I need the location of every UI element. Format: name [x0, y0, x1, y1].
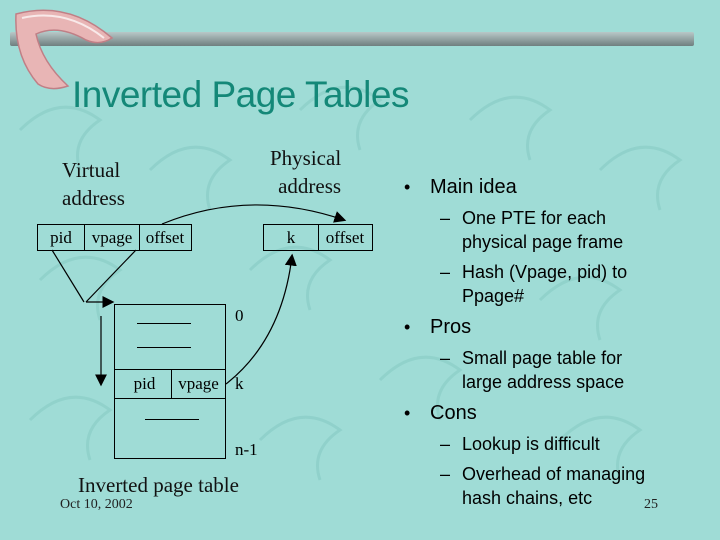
virtual-address-box: pid vpage offset: [37, 224, 192, 251]
table-entry-pid: pid: [115, 370, 172, 398]
physical-field-offset: offset: [325, 228, 365, 247]
virtual-field-vpage: vpage: [85, 225, 140, 250]
sub-bullet: Lookup is difficult: [400, 432, 672, 456]
table-entry-dash: [145, 419, 199, 420]
sub-bullet: Hash (Vpage, pid) to Ppage#: [400, 260, 652, 308]
table-entry-vpage: vpage: [178, 374, 219, 393]
bullet-cons: Cons: [400, 400, 700, 426]
table-entry-dash: [137, 347, 191, 348]
virtual-address-label: Virtual address: [62, 158, 125, 210]
physical-field-k: k: [264, 225, 319, 250]
physical-address-box: k offset: [263, 224, 373, 251]
footer-date: Oct 10, 2002: [60, 497, 133, 512]
slide-title: Inverted Page Tables: [72, 74, 409, 115]
boomerang-logo-icon: [15, 9, 114, 90]
row-index-match: k: [235, 374, 244, 393]
bullet-main-idea: Main idea: [400, 174, 700, 200]
bullet-list: Main idea One PTE for each physical page…: [400, 174, 700, 516]
sub-bullet: One PTE for each physical page frame: [400, 206, 652, 254]
sub-bullet: Overhead of managing hash chains, etc: [400, 462, 672, 510]
row-index-top: 0: [235, 306, 244, 325]
physical-address-label: Physical address: [270, 146, 342, 198]
virtual-field-offset: offset: [145, 228, 185, 247]
page-number: 25: [644, 497, 658, 512]
table-caption: Inverted page table: [78, 473, 239, 497]
row-index-bottom: n-1: [235, 440, 258, 459]
table-entry-dash: [137, 323, 191, 324]
inverted-page-table: pid vpage: [114, 304, 226, 459]
table-entry-row: pid vpage: [115, 369, 225, 399]
virtual-field-pid: pid: [38, 225, 85, 250]
bullet-pros: Pros: [400, 314, 700, 340]
title-bar: [10, 32, 694, 46]
sub-bullet: Small page table for large address space: [400, 346, 652, 394]
